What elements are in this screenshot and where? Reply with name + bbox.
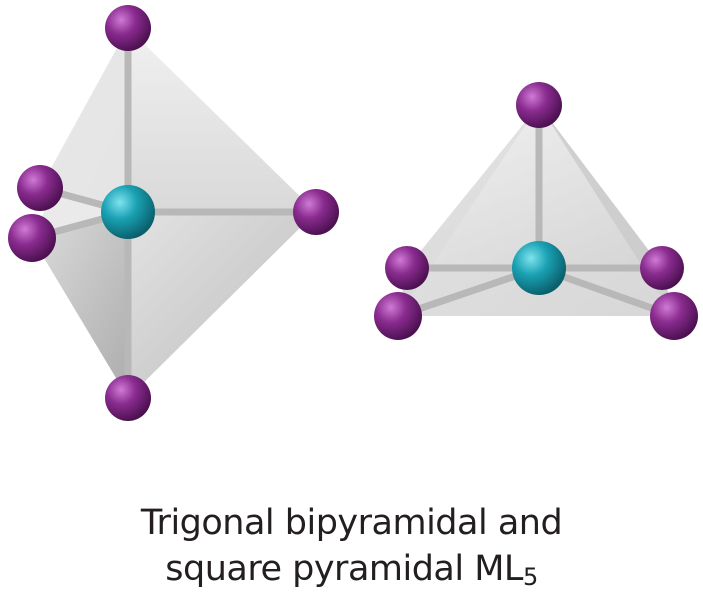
tbp-ligand-right — [293, 189, 339, 235]
sp-metal-atom — [512, 241, 566, 295]
tbp-ligand-top — [105, 5, 151, 51]
caption-line-2-text: square pyramidal ML — [165, 549, 523, 589]
figure-caption: Trigonal bipyramidal and square pyramida… — [0, 500, 703, 592]
tbp-ligand-back — [17, 165, 63, 211]
tbp-face-lower-right — [128, 212, 316, 398]
tbp-polyhedron — [32, 28, 316, 398]
tbp-ligand-front — [8, 214, 56, 262]
caption-subscript: 5 — [522, 563, 538, 591]
tbp-face-lower-left — [32, 212, 128, 398]
tbp-metal-atom — [101, 185, 155, 239]
sp-ligand-top — [516, 82, 562, 128]
tbp-ligand-bottom — [105, 375, 151, 421]
caption-line-1: Trigonal bipyramidal and — [140, 503, 563, 543]
sp-ligand-front-left — [374, 292, 422, 340]
caption-line-2: square pyramidal ML5 — [0, 546, 703, 592]
trigonal-bipyramidal-model — [8, 5, 339, 421]
square-pyramidal-model — [374, 82, 698, 340]
sp-ligand-back-left — [385, 246, 429, 290]
sp-ligand-front-right — [650, 292, 698, 340]
sp-ligand-back-right — [640, 246, 684, 290]
tbp-face-upper-right — [128, 28, 316, 212]
